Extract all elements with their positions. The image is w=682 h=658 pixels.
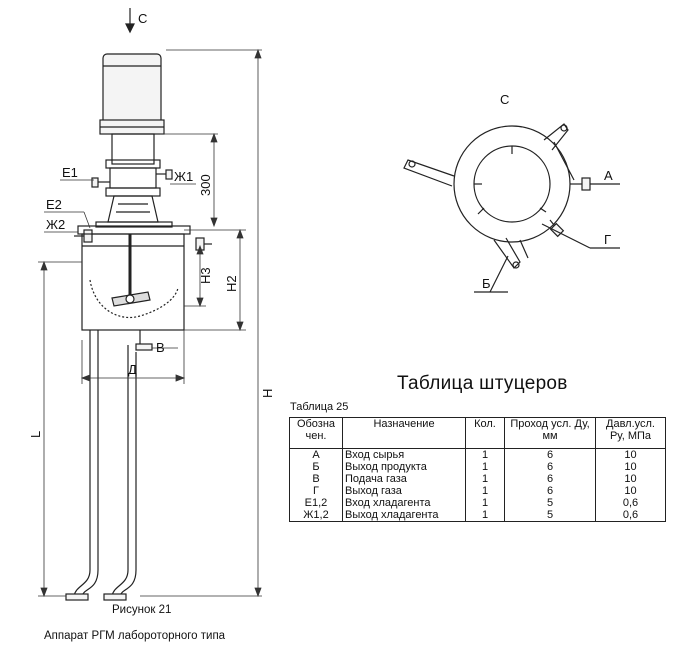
row-pn: 0,6 xyxy=(595,509,666,522)
column-header-purpose: Назначение xyxy=(342,417,466,449)
column-header-code: Обозна чен. xyxy=(289,417,343,449)
row-code: Б xyxy=(289,461,343,473)
row-qty: 1 xyxy=(465,497,505,509)
column-header-dn: Проход усл. Ду, мм xyxy=(504,417,596,449)
row-pn: 0,6 xyxy=(595,497,666,509)
row-code: А xyxy=(289,448,343,461)
dimension-l: L xyxy=(28,431,43,438)
table-row: Б Выход продукта 1 6 10 xyxy=(289,461,666,473)
table-row: Г Выход газа 1 6 10 xyxy=(289,485,666,497)
table-row: Ж1,2 Выход хладагента 1 5 0,6 xyxy=(289,509,666,522)
label-v: В xyxy=(156,340,165,355)
figure-title: Аппарат РГМ лабороторного типа xyxy=(44,630,226,642)
row-dn: 6 xyxy=(504,485,596,497)
table-row: А Вход сырья 1 6 10 xyxy=(289,448,666,461)
row-code: В xyxy=(289,473,343,485)
row-dn: 6 xyxy=(504,473,596,485)
row-pn: 10 xyxy=(595,473,666,485)
dimension-h3: Н3 xyxy=(198,267,213,284)
dimension-h: Н xyxy=(260,389,275,398)
table-row: В Подача газа 1 6 10 xyxy=(289,473,666,485)
row-code: Ж1,2 xyxy=(289,509,343,522)
row-qty: 1 xyxy=(465,509,505,522)
front-view-arrow-label: С xyxy=(138,11,147,26)
label-b: Б xyxy=(482,276,491,291)
row-qty: 1 xyxy=(465,485,505,497)
row-purpose: Выход продукта xyxy=(342,461,466,473)
top-view-title: С xyxy=(500,92,509,107)
column-header-pn: Давл.усл. Ру, МПа xyxy=(595,417,666,449)
row-qty: 1 xyxy=(465,448,505,461)
row-code: Е1,2 xyxy=(289,497,343,509)
row-purpose: Выход хладагента xyxy=(342,509,466,522)
table-number: Таблица 25 xyxy=(290,401,349,413)
row-dn: 5 xyxy=(504,509,596,522)
table-heading: Таблица штуцеров xyxy=(397,373,568,394)
row-qty: 1 xyxy=(465,473,505,485)
row-code: Г xyxy=(289,485,343,497)
label-e1: Е1 xyxy=(62,165,78,180)
ports-table: Обозна чен. Назначение Кол. Проход усл. … xyxy=(289,417,666,522)
row-dn: 5 xyxy=(504,497,596,509)
row-pn: 10 xyxy=(595,461,666,473)
label-zh2: Ж2 xyxy=(46,217,65,232)
dimension-300: 300 xyxy=(198,174,213,196)
dimension-d: Д xyxy=(128,362,137,377)
row-dn: 6 xyxy=(504,461,596,473)
label-e2: Е2 xyxy=(46,197,62,212)
row-pn: 10 xyxy=(595,485,666,497)
row-purpose: Вход сырья xyxy=(342,448,466,461)
table-row: Е1,2 Вход хладагента 1 5 0,6 xyxy=(289,497,666,509)
label-zh1: Ж1 xyxy=(174,169,193,184)
figure-number: Рисунок 21 xyxy=(112,604,172,616)
label-g: Г xyxy=(604,232,611,247)
apparatus-front-view: С Е1 Ж1 Е2 Ж2 В Д 300 Н2 Н3 Н L xyxy=(28,8,275,601)
row-qty: 1 xyxy=(465,461,505,473)
column-header-qty: Кол. xyxy=(465,417,505,449)
dimension-h2: Н2 xyxy=(224,275,239,292)
row-dn: 6 xyxy=(504,448,596,461)
row-pn: 10 xyxy=(595,448,666,461)
row-purpose: Подача газа xyxy=(342,473,466,485)
row-purpose: Вход хладагента xyxy=(342,497,466,509)
apparatus-top-view: С А Г Б xyxy=(403,92,620,293)
row-purpose: Выход газа xyxy=(342,485,466,497)
label-a: А xyxy=(604,168,613,183)
